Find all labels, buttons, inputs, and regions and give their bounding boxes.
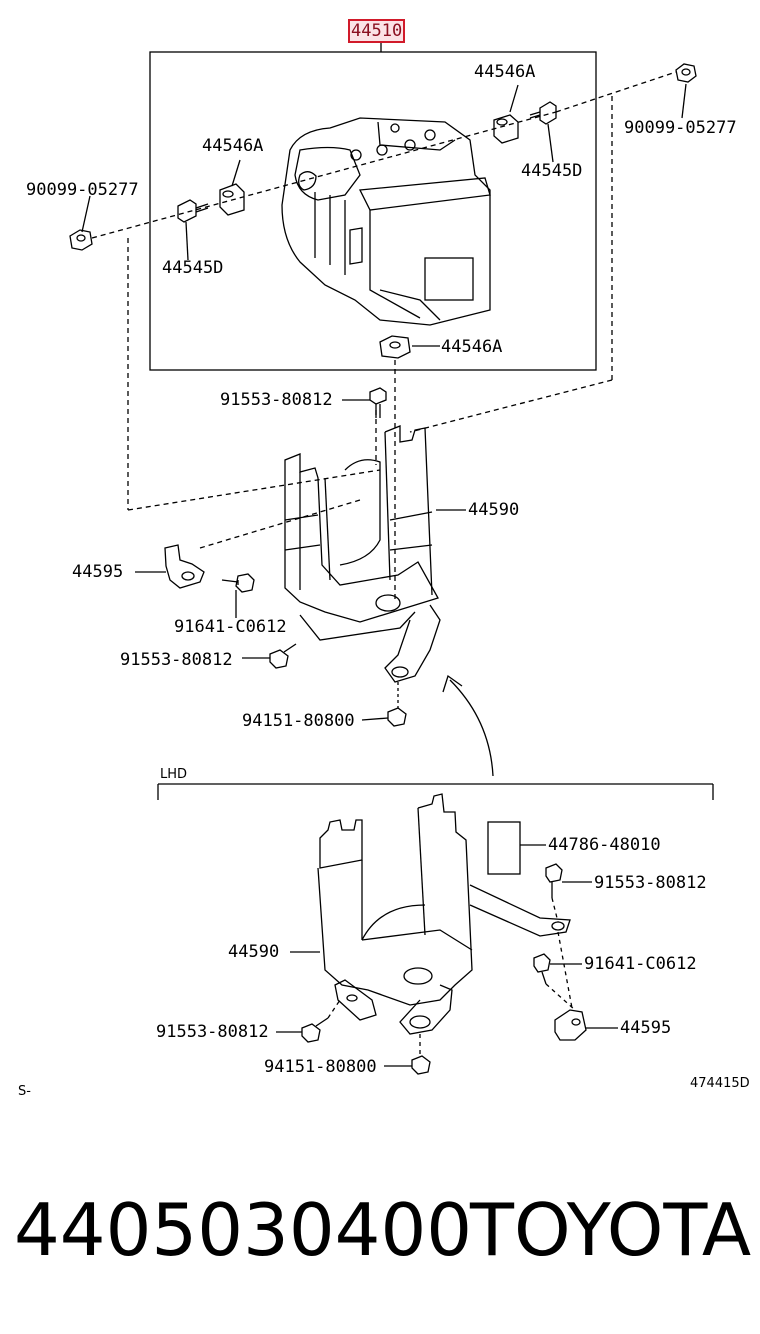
clip-44595-upper	[135, 544, 205, 589]
label-94151-lhd[interactable]: 94151-80800	[264, 1057, 377, 1077]
label-44545d-right[interactable]: 44545D	[521, 161, 583, 181]
label-94151-upper[interactable]: 94151-80800	[242, 711, 355, 731]
bracket-44590-upper	[284, 425, 441, 683]
label-44546a-bottom[interactable]: 44546A	[441, 337, 503, 357]
label-44546a-left[interactable]: 44546A	[202, 136, 264, 156]
cushion-left	[219, 183, 245, 216]
label-91553-lhd-left[interactable]: 91553-80812	[156, 1022, 269, 1042]
label-91641-lhd[interactable]: 91641-C0612	[584, 954, 697, 974]
clip-44595-lhd	[554, 1009, 587, 1041]
label-91553-upper-lower[interactable]: 91553-80812	[120, 650, 233, 670]
screw-91641-lhd	[533, 953, 551, 985]
bolt-91553-upper-lower	[269, 643, 297, 669]
bracket-44590-lhd	[317, 793, 571, 1035]
label-44545d-left[interactable]: 44545D	[162, 258, 224, 278]
label-91553-lhd-right[interactable]: 91553-80812	[594, 873, 707, 893]
stud-bolt-right	[529, 101, 557, 125]
bolt-91553-lhd-right	[545, 863, 563, 898]
flange-nut-left	[69, 229, 93, 251]
label-90099-right[interactable]: 90099-05277	[624, 118, 737, 138]
label-91553-upper[interactable]: 91553-80812	[220, 390, 333, 410]
nut-94151-upper	[387, 682, 407, 727]
label-lhd: LHD	[160, 767, 188, 782]
label-90099-left[interactable]: 90099-05277	[26, 180, 139, 200]
stud-bolt-left	[177, 199, 209, 223]
plate-44786	[487, 821, 521, 875]
bolt-91553-lhd-left	[301, 1017, 329, 1043]
cushion-bottom	[379, 335, 411, 359]
nut-94151-lhd	[411, 1055, 431, 1075]
label-44590-lhd[interactable]: 44590	[228, 942, 280, 962]
label-44595-lhd[interactable]: 44595	[620, 1018, 672, 1038]
label-44786[interactable]: 44786-48010	[548, 835, 661, 855]
footer-part-number: 4405030400	[14, 1188, 473, 1272]
assembly-frame	[149, 51, 597, 371]
label-44595-upper[interactable]: 44595	[72, 562, 124, 582]
label-44510[interactable]: 44510	[347, 19, 406, 43]
bolt-91553-upper	[369, 387, 387, 418]
footer-brand: TOYOTA	[470, 1188, 752, 1272]
cushion-right	[493, 114, 519, 144]
screw-91641-upper	[221, 573, 255, 593]
abs-actuator-unit	[281, 117, 491, 326]
label-91641-upper[interactable]: 91641-C0612	[174, 617, 287, 637]
flange-nut-right	[675, 63, 697, 83]
direction-arrow	[449, 679, 494, 777]
label-diagram-code: 474415D	[690, 1076, 750, 1091]
label-44590-upper[interactable]: 44590	[468, 500, 520, 520]
label-prefix: S-	[18, 1084, 31, 1099]
label-44546a-right[interactable]: 44546A	[474, 62, 536, 82]
